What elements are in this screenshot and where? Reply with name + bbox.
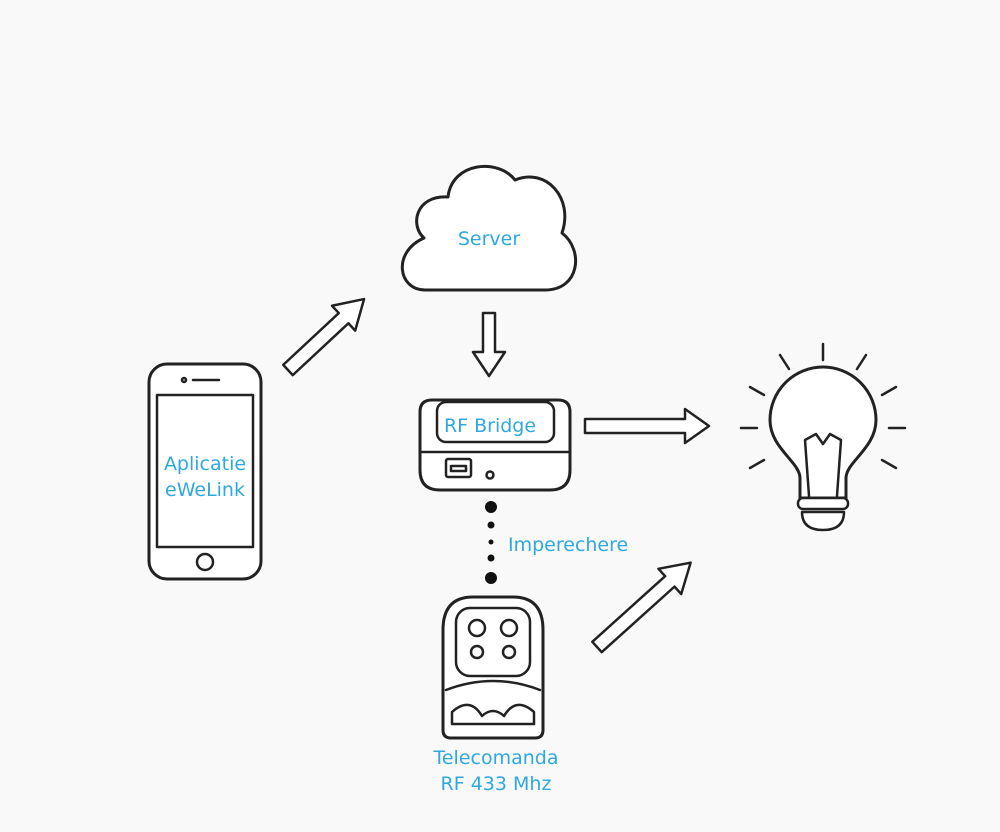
app-label-line2: eWeLink bbox=[165, 479, 245, 501]
smartphone-icon bbox=[147, 362, 263, 581]
remote-control-icon bbox=[441, 595, 545, 740]
pairing-dotted-line bbox=[485, 501, 497, 584]
arrow-remote-to-bulb-icon bbox=[591, 561, 692, 654]
remote-label-line2: RF 433 Mhz bbox=[441, 773, 552, 795]
remote-label-line1: Telecomanda bbox=[432, 747, 558, 769]
arrow-bridge-to-bulb-icon bbox=[583, 407, 711, 445]
arrow-phone-to-server-icon bbox=[281, 297, 366, 377]
app-label-line1: Aplicatie bbox=[164, 453, 246, 475]
light-bulb-icon bbox=[739, 342, 907, 532]
cloud-icon bbox=[400, 165, 577, 292]
pairing-label: Imperechere bbox=[508, 534, 628, 556]
rf-bridge-icon bbox=[418, 398, 572, 492]
server-label: Server bbox=[458, 228, 520, 250]
rf-bridge-label: RF Bridge bbox=[444, 415, 536, 437]
arrow-server-to-bridge-icon bbox=[471, 311, 507, 378]
